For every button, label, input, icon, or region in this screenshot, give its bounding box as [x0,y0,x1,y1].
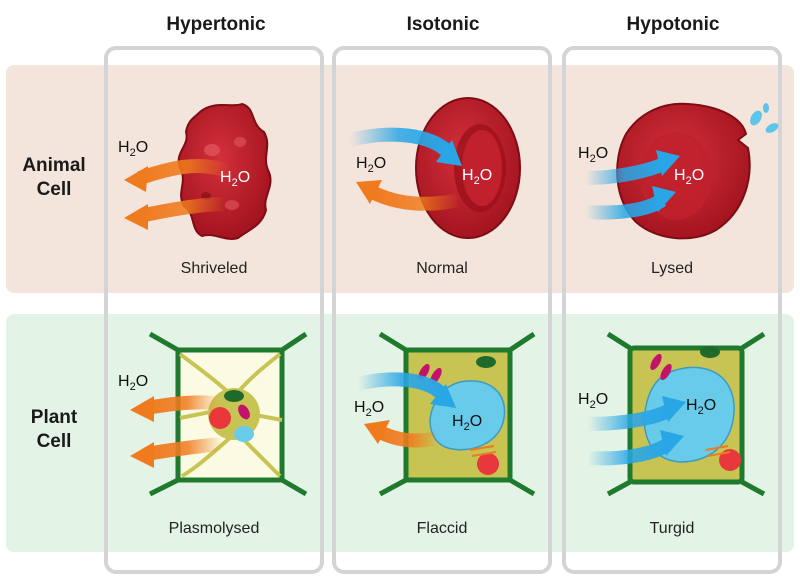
h2o-label-animal-isotonic-outside: H2O [356,155,386,175]
isotonic-column-frame [332,46,552,574]
state-label-flaccid: Flaccid [416,520,468,537]
state-label-lysed: Lysed [650,260,694,277]
h2o-label-animal-hypotonic-outside: H2O [578,145,608,165]
h2o-label-animal-hypertonic-inside: H2O [220,169,250,189]
svg-text:H2O: H2O [452,413,482,433]
h2o-label-plant-hypotonic-inside: H2O [686,397,716,417]
animal-hypertonic-outflow-arrows [124,159,233,230]
plant-hypotonic-inflow-arrows [587,396,686,466]
svg-text:H2O: H2O [578,145,608,165]
h2o-label-plant-isotonic-inside: H2O [452,413,482,433]
row-label-plant-line2: Cell [36,431,72,452]
plant-hypertonic-cell [148,331,308,497]
state-label-turgid: Turgid [649,520,695,537]
burst-droplets [750,103,779,133]
animal-hypotonic-inflow-arrows [585,150,680,220]
animal-isotonic-arrows [348,127,462,211]
plant-hypertonic-outflow-arrows [130,395,223,468]
hypotonic-column-frame [562,46,782,574]
state-label-normal: Normal [416,260,468,277]
svg-text:H2O: H2O [220,169,250,189]
row-label-plant-line1: Plant [30,407,78,428]
h2o-label-plant-hypotonic-outside: H2O [578,391,608,411]
row-label-plant: Plant Cell [14,406,94,454]
column-title-isotonic: Isotonic [406,14,480,35]
h2o-label-animal-isotonic-inside: H2O [462,167,492,187]
column-title-hypotonic: Hypotonic [626,14,720,35]
svg-text:H2O: H2O [118,373,148,393]
svg-text:H2O: H2O [462,167,492,187]
row-label-animal-line2: Cell [36,179,72,200]
column-title-hypertonic: Hypertonic [166,14,266,35]
h2o-label-animal-hypertonic-outside: H2O [118,139,148,159]
h2o-label-plant-isotonic-outside: H2O [354,399,384,419]
svg-text:H2O: H2O [578,391,608,411]
plant-isotonic-arrows [356,372,456,448]
row-label-animal: Animal Cell [14,154,94,202]
svg-text:H2O: H2O [674,167,704,187]
h2o-label-plant-hypertonic: H2O [118,373,148,393]
state-label-shriveled: Shriveled [180,260,248,277]
svg-text:H2O: H2O [356,155,386,175]
row-label-animal-line1: Animal [22,155,86,176]
h2o-label-animal-hypotonic-inside: H2O [674,167,704,187]
svg-text:H2O: H2O [686,397,716,417]
state-label-plasmolysed: Plasmolysed [168,520,260,537]
hypertonic-column-frame [104,46,324,574]
svg-text:H2O: H2O [118,139,148,159]
svg-text:H2O: H2O [354,399,384,419]
